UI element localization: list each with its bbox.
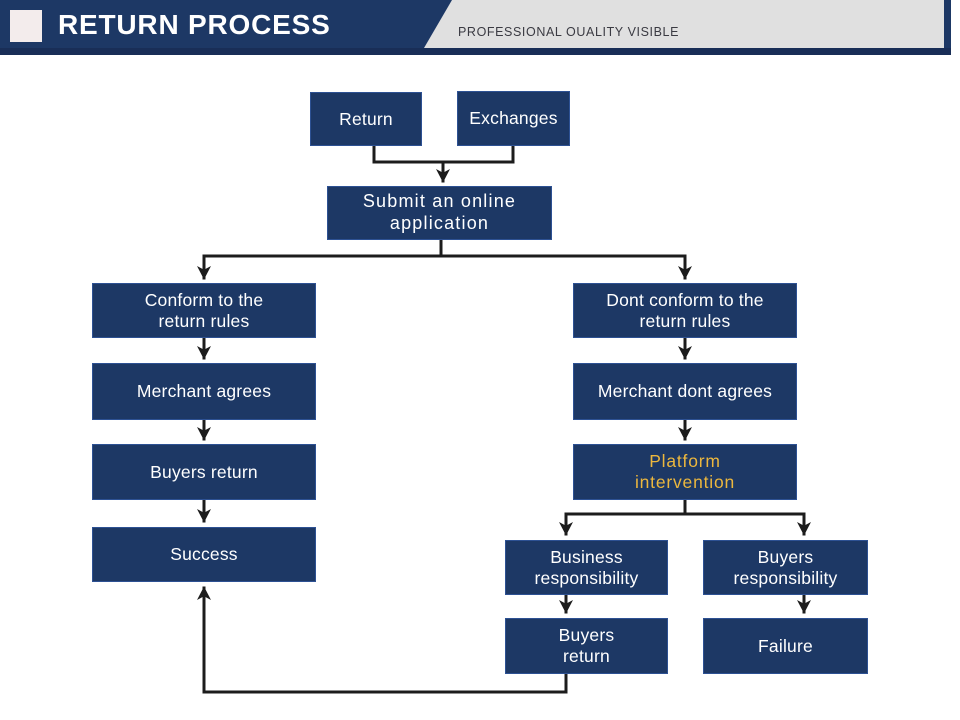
node-exchanges-label: Exchanges <box>469 108 558 128</box>
node-buyers-responsibility-label: Buyers responsibility <box>733 546 838 588</box>
edge-return-exchanges-bracket <box>372 145 515 164</box>
node-failure-label: Failure <box>758 635 813 656</box>
node-submit-application-label: Submit an online application <box>362 191 517 233</box>
node-failure: Failure <box>703 618 868 674</box>
node-success-label: Success <box>170 544 238 564</box>
node-merchant-agrees-label: Merchant agrees <box>136 381 272 401</box>
node-return-label: Return <box>339 108 393 129</box>
edge-feedback-elbow <box>202 672 568 694</box>
node-dont-conform-rules-label: Dont conform to the return rules <box>606 289 764 331</box>
node-platform-intervention-label: Platform intervention <box>634 451 736 492</box>
header-accent-square-icon <box>10 10 42 42</box>
node-conform-rules-label: Conform to the return rules <box>144 289 264 331</box>
node-buyers-return-label: Buyers return <box>150 461 258 482</box>
header-underline <box>0 48 951 55</box>
node-submit-application: Submit an online application <box>327 186 552 240</box>
header-tab: PROFESSIONAL OUALITY VISIBLE <box>424 0 944 48</box>
edge-submit-splitter <box>202 238 687 258</box>
node-return: Return <box>310 92 422 146</box>
node-business-responsibility-label: Business responsibility <box>534 546 639 588</box>
node-platform-intervention: Platform intervention <box>573 444 797 500</box>
node-buyers-return: Buyers return <box>92 444 316 500</box>
flowchart-canvas: Return Exchanges Submit an online applic… <box>0 55 960 720</box>
header-tagline: PROFESSIONAL OUALITY VISIBLE <box>458 25 680 39</box>
page-title: RETURN PROCESS <box>58 9 331 40</box>
node-buyers-return-2-label: Buyers return <box>558 625 615 666</box>
edge-platform-splitter <box>564 498 806 516</box>
node-buyers-return-2: Buyers return <box>505 618 668 674</box>
node-merchant-dont-agrees: Merchant dont agrees <box>573 363 797 420</box>
node-success: Success <box>92 527 316 582</box>
node-buyers-responsibility: Buyers responsibility <box>703 540 868 595</box>
node-business-responsibility: Business responsibility <box>505 540 668 595</box>
node-merchant-agrees: Merchant agrees <box>92 363 316 420</box>
node-dont-conform-rules: Dont conform to the return rules <box>573 283 797 338</box>
node-merchant-dont-agrees-label: Merchant dont agrees <box>597 381 773 401</box>
node-exchanges: Exchanges <box>457 91 570 146</box>
node-conform-rules: Conform to the return rules <box>92 283 316 338</box>
